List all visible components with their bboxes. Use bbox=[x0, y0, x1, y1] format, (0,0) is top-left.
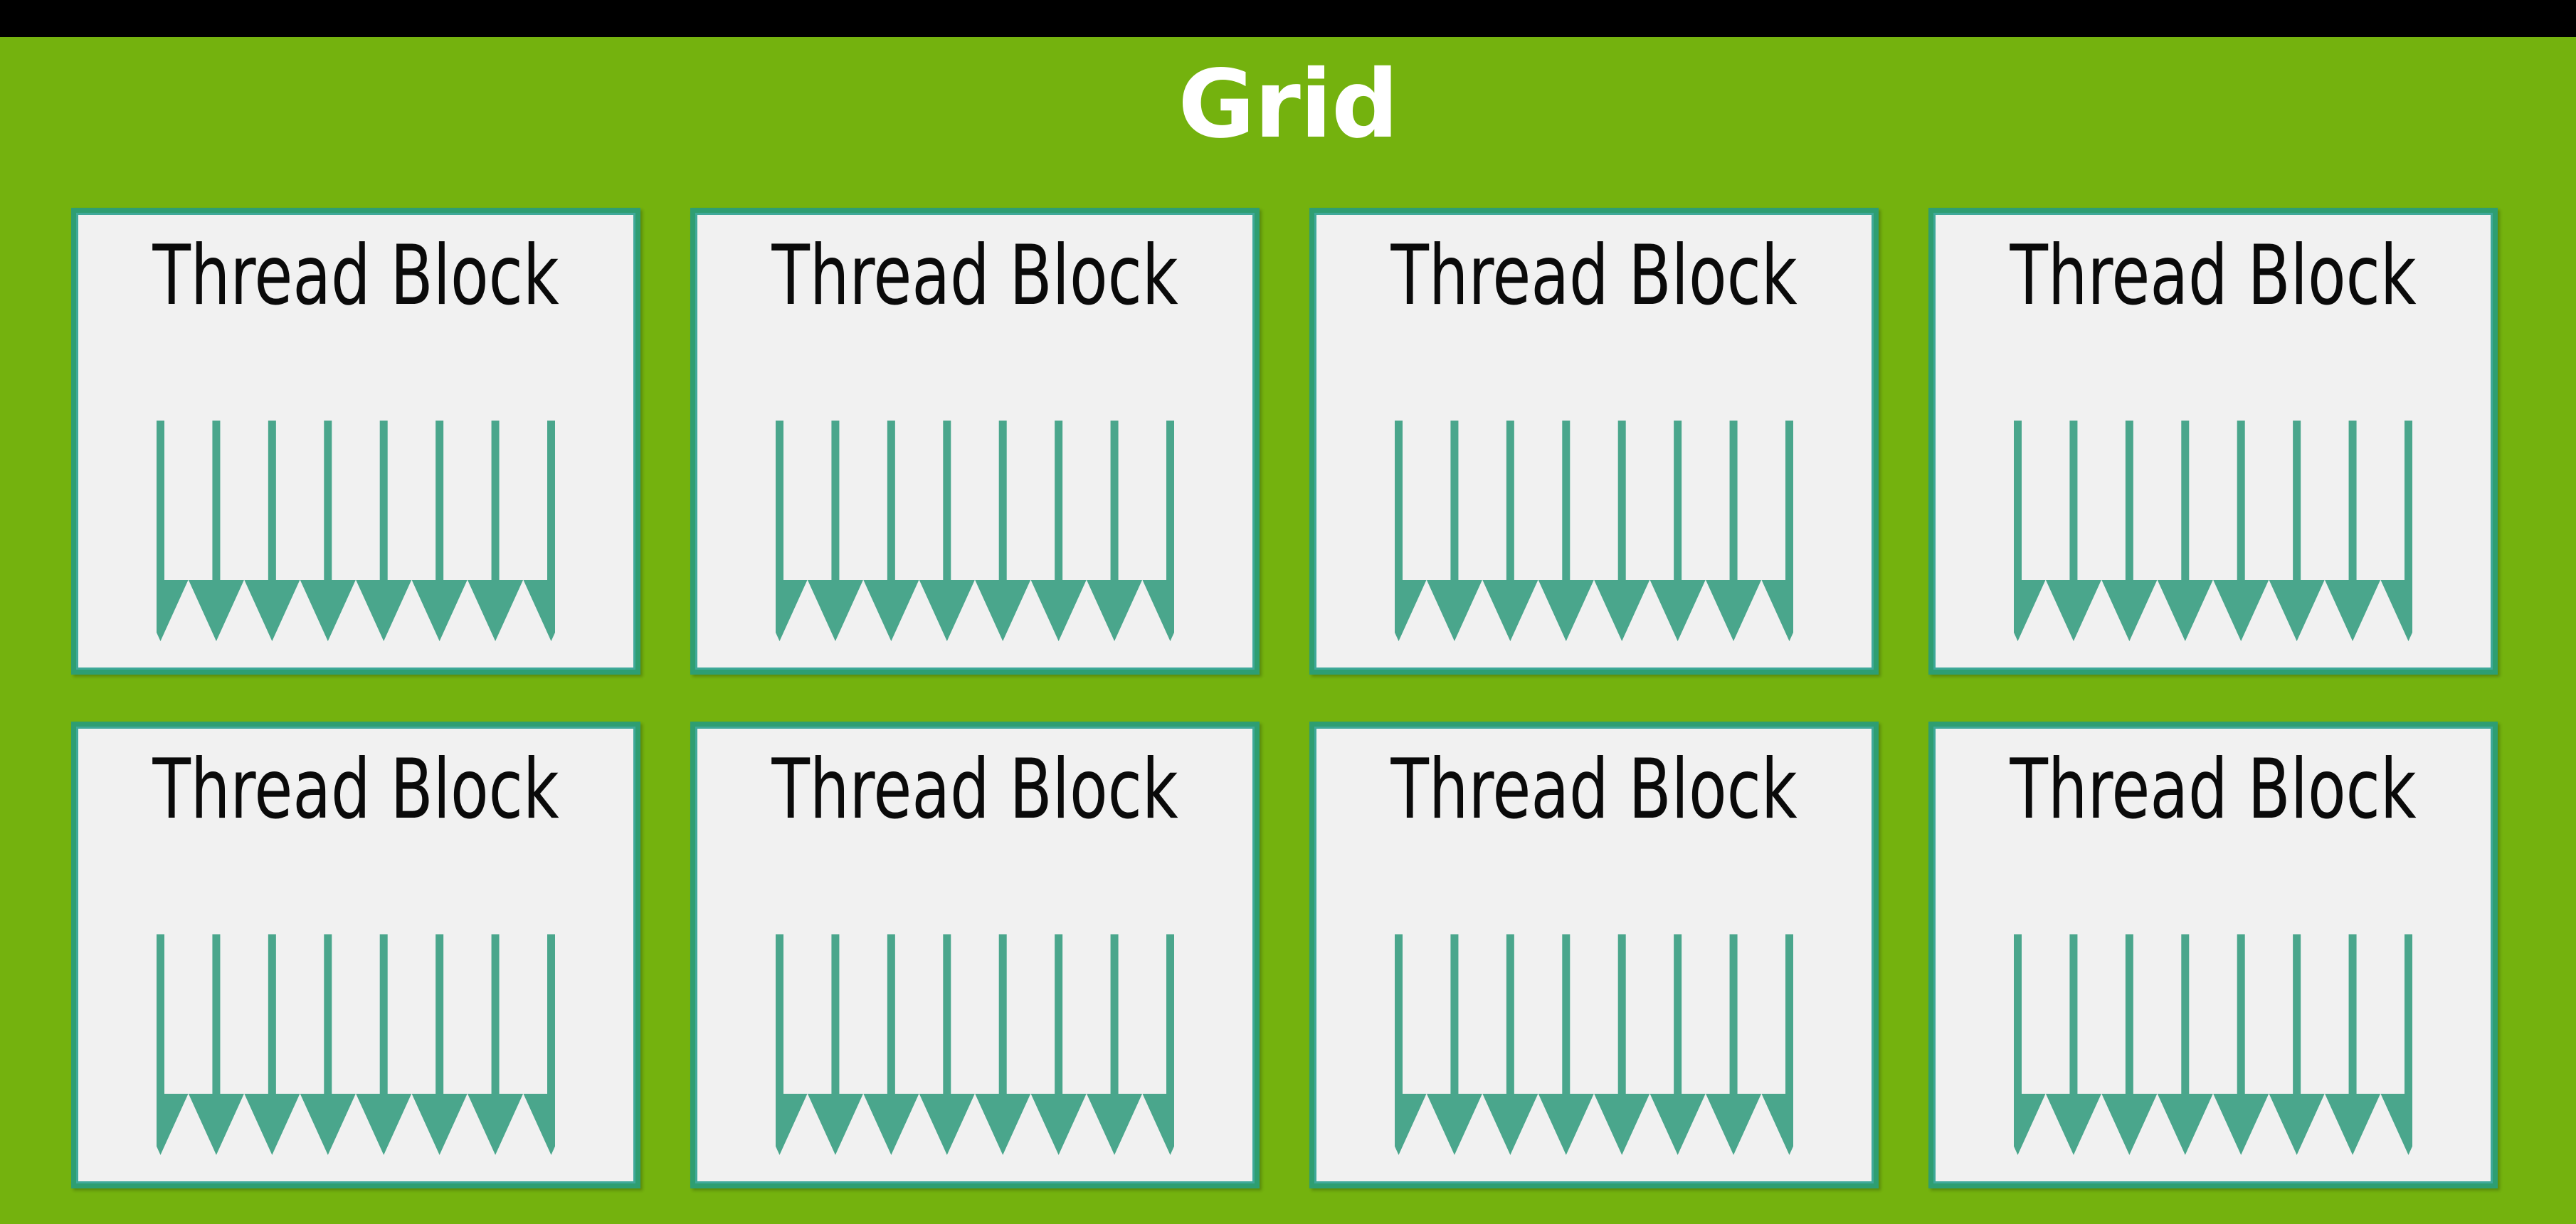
thread-block-5[interactable]: Thread Block bbox=[690, 722, 1260, 1188]
thread-block-7[interactable]: Thread Block bbox=[1928, 722, 2498, 1188]
thread-arrows-group bbox=[1395, 421, 1793, 641]
thread-block-grid: Thread Block Thread Block Thread Block T… bbox=[71, 208, 2498, 1217]
letterbox-top-bar bbox=[0, 0, 2576, 37]
thread-block-label: Thread Block bbox=[1390, 742, 1798, 838]
thread-arrows-group bbox=[2014, 421, 2412, 641]
thread-block-6[interactable]: Thread Block bbox=[1309, 722, 1879, 1188]
thread-block-label: Thread Block bbox=[1390, 228, 1798, 324]
thread-arrows-group bbox=[776, 421, 1174, 641]
page-title: Grid bbox=[1178, 50, 1398, 159]
grid-panel: Grid Thread Block Thread Block Thread Bl… bbox=[0, 37, 2576, 1224]
thread-block-label: Thread Block bbox=[771, 742, 1178, 838]
thread-block-3[interactable]: Thread Block bbox=[1928, 208, 2498, 675]
thread-arrows-group bbox=[2014, 934, 2412, 1155]
thread-arrows-group bbox=[157, 934, 555, 1155]
thread-block-2[interactable]: Thread Block bbox=[1309, 208, 1879, 675]
thread-block-label: Thread Block bbox=[771, 228, 1178, 324]
thread-arrows-group bbox=[157, 421, 555, 641]
thread-block-label: Thread Block bbox=[2010, 742, 2417, 838]
thread-block-4[interactable]: Thread Block bbox=[71, 722, 640, 1188]
thread-block-label: Thread Block bbox=[152, 228, 559, 324]
thread-arrows-group bbox=[776, 934, 1174, 1155]
thread-block-0[interactable]: Thread Block bbox=[71, 208, 640, 675]
thread-block-label: Thread Block bbox=[152, 742, 559, 838]
thread-block-label: Thread Block bbox=[2010, 228, 2417, 324]
thread-block-1[interactable]: Thread Block bbox=[690, 208, 1260, 675]
thread-arrows-group bbox=[1395, 934, 1793, 1155]
